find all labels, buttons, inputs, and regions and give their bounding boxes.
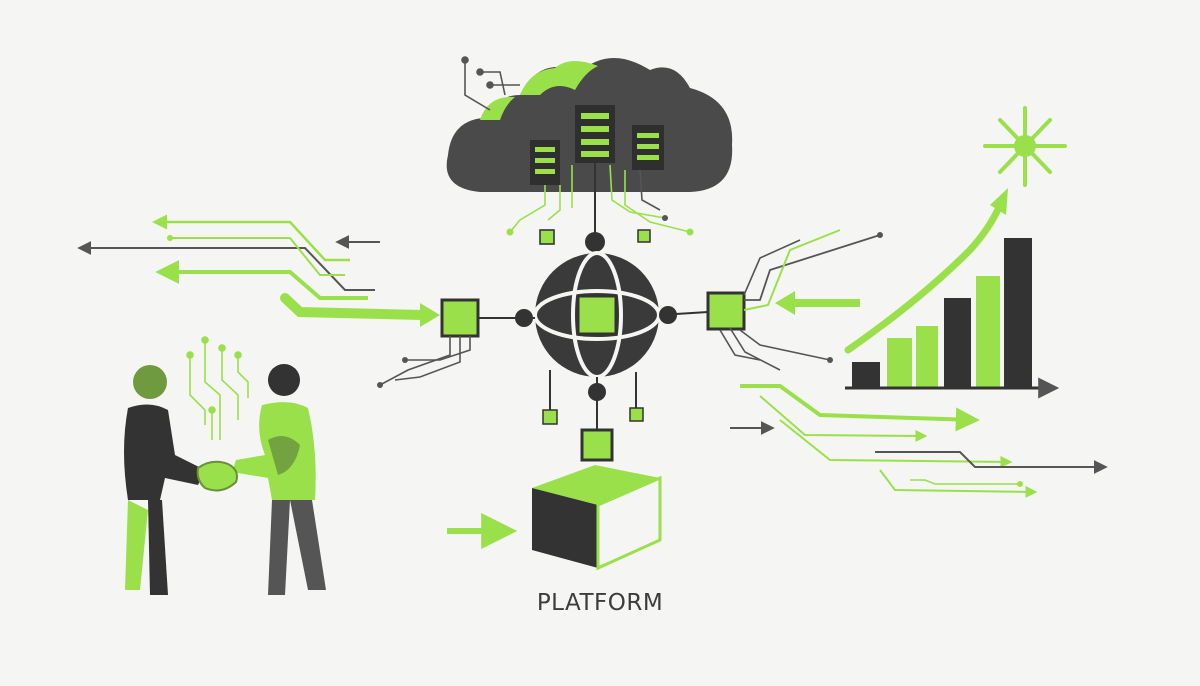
right-node-square	[706, 291, 746, 331]
bottom-node-square	[580, 428, 614, 462]
platform-label: PLATFORM	[536, 590, 664, 616]
bar-chart-icon	[844, 188, 1060, 399]
globe-network-icon	[533, 251, 661, 379]
node-square-small	[637, 229, 651, 243]
node-square-small	[539, 229, 555, 245]
left-node-square	[440, 298, 480, 338]
server-icon	[575, 105, 615, 163]
sparkle-icon	[983, 106, 1067, 187]
server-icon	[632, 125, 664, 170]
server-icon	[530, 140, 560, 185]
cube-icon	[532, 465, 662, 571]
cloud-circuit-lines	[461, 56, 520, 111]
right-data-lines	[719, 229, 1108, 498]
left-data-lines	[77, 214, 471, 388]
cloud-to-hub-lines	[506, 163, 694, 240]
handshake-icon	[124, 336, 326, 595]
node-dot	[585, 232, 605, 252]
